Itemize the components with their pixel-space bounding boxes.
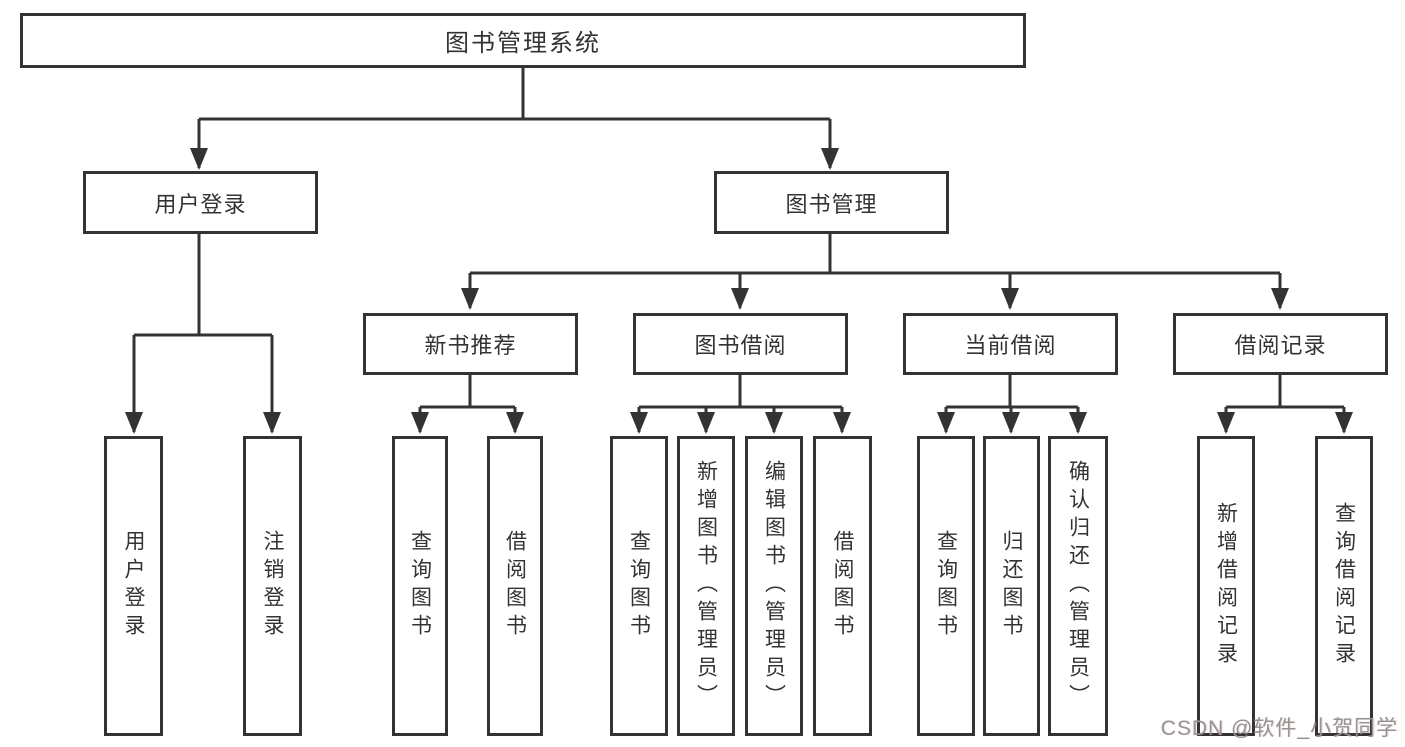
node-book-management: 图书管理 <box>714 171 949 234</box>
leaf-logout: 注销登录 <box>243 436 302 736</box>
leaf-add-book-admin: 新增图书（管理员） <box>677 436 735 736</box>
node-user-login: 用户登录 <box>83 171 318 234</box>
node-label: 查询图书 <box>408 530 432 642</box>
node-label: 新增借阅记录 <box>1214 502 1238 670</box>
node-label: 图书管理系统 <box>445 30 601 57</box>
leaf-confirm-return-admin: 确认归还（管理员） <box>1048 436 1108 736</box>
node-label: 编辑图书（管理员） <box>762 460 786 712</box>
node-label: 借阅记录 <box>1234 333 1327 358</box>
node-label: 新增图书（管理员） <box>694 460 718 712</box>
leaf-return-book: 归还图书 <box>983 436 1040 736</box>
leaf-borrow-books-borrowing: 借阅图书 <box>813 436 872 736</box>
leaf-query-books-current: 查询图书 <box>917 436 975 736</box>
node-label: 图书管理 <box>785 191 878 217</box>
node-label: 当前借阅 <box>964 333 1057 358</box>
node-label: 用户登录 <box>122 530 146 642</box>
node-label: 用户登录 <box>154 191 247 217</box>
node-label: 注销登录 <box>261 530 285 642</box>
node-borrowing-records: 借阅记录 <box>1173 313 1388 375</box>
node-label: 图书借阅 <box>694 333 787 358</box>
node-label: 确认归还（管理员） <box>1066 460 1090 712</box>
node-label: 借阅图书 <box>503 530 527 642</box>
leaf-query-borrow-record: 查询借阅记录 <box>1315 436 1373 736</box>
node-label: 新书推荐 <box>424 333 517 358</box>
node-label: 借阅图书 <box>831 530 855 642</box>
leaf-query-books-recommend: 查询图书 <box>392 436 448 736</box>
node-root: 图书管理系统 <box>20 13 1026 68</box>
node-label: 归还图书 <box>1000 530 1024 642</box>
node-book-borrowing: 图书借阅 <box>633 313 848 375</box>
node-label: 查询图书 <box>934 530 958 642</box>
csdn-watermark: CSDN @软件_小贺同学 <box>1160 717 1398 740</box>
node-label: 查询借阅记录 <box>1332 502 1356 670</box>
leaf-query-books-borrowing: 查询图书 <box>610 436 668 736</box>
node-new-book-recommend: 新书推荐 <box>363 313 578 375</box>
node-current-borrowing: 当前借阅 <box>903 313 1118 375</box>
leaf-edit-book-admin: 编辑图书（管理员） <box>745 436 803 736</box>
leaf-user-login: 用户登录 <box>104 436 163 736</box>
leaf-add-borrow-record: 新增借阅记录 <box>1197 436 1255 736</box>
leaf-borrow-books-recommend: 借阅图书 <box>487 436 543 736</box>
connector-arrows <box>125 119 1353 434</box>
node-label: 查询图书 <box>627 530 651 642</box>
